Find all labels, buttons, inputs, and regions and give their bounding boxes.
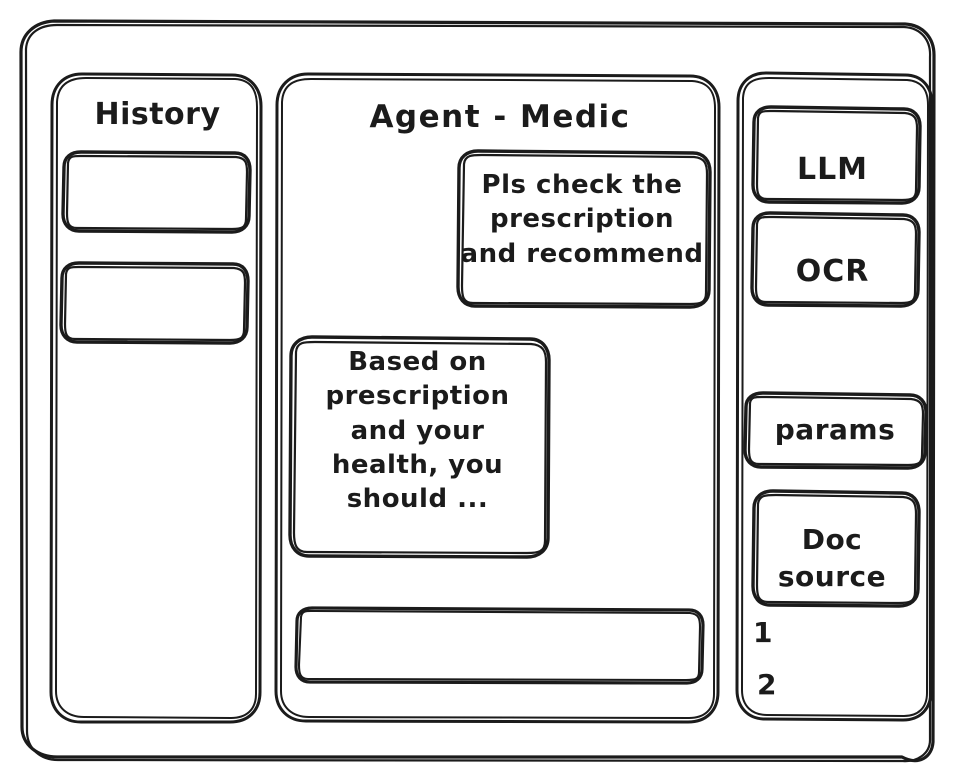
- card-ocr[interactable]: [751, 212, 920, 307]
- card-doc-source[interactable]: [752, 490, 920, 607]
- assistant-message-bubble: [289, 336, 550, 558]
- card-llm-outline: [751, 105, 922, 205]
- card-params[interactable]: [744, 392, 927, 469]
- card-params-label: params: [774, 413, 896, 446]
- message-input[interactable]: [295, 607, 704, 684]
- user-message-text: Pls check the prescription and recommend: [460, 170, 704, 269]
- tools-panel-outline: [735, 71, 934, 722]
- history-panel-outline: [49, 72, 263, 724]
- card-doc-source-label: Doc source: [777, 523, 887, 593]
- agent-panel-outline: [274, 72, 721, 724]
- history-panel-title: History: [94, 97, 221, 132]
- card-ocr-label: OCR: [795, 254, 870, 289]
- card-params-outline: [743, 391, 928, 470]
- history-item-1[interactable]: [62, 151, 251, 233]
- app-window-frame-outline: [19, 19, 936, 763]
- history-item-2-outline: [59, 261, 250, 345]
- assistant-message-text: Based on prescription and your health, y…: [325, 347, 510, 515]
- user-message-bubble-outline: [456, 149, 712, 309]
- user-message-bubble: [457, 150, 711, 308]
- card-llm-label: LLM: [796, 152, 869, 187]
- doc-source-item-2[interactable]: [750, 662, 810, 706]
- history-item-2[interactable]: [60, 262, 249, 344]
- card-doc-source-outline: [751, 489, 921, 608]
- doc-source-item-1[interactable]: [750, 610, 810, 654]
- message-input-outline: [294, 606, 705, 685]
- history-item-1-outline: [61, 150, 252, 234]
- card-ocr-outline: [750, 211, 921, 308]
- page-title: Agent - Medic: [369, 99, 631, 135]
- card-llm[interactable]: [752, 106, 921, 204]
- doc-source-item-1-label: 1: [753, 616, 773, 649]
- assistant-message-bubble-outline: [288, 335, 551, 559]
- doc-source-item-2-label: 2: [757, 668, 777, 701]
